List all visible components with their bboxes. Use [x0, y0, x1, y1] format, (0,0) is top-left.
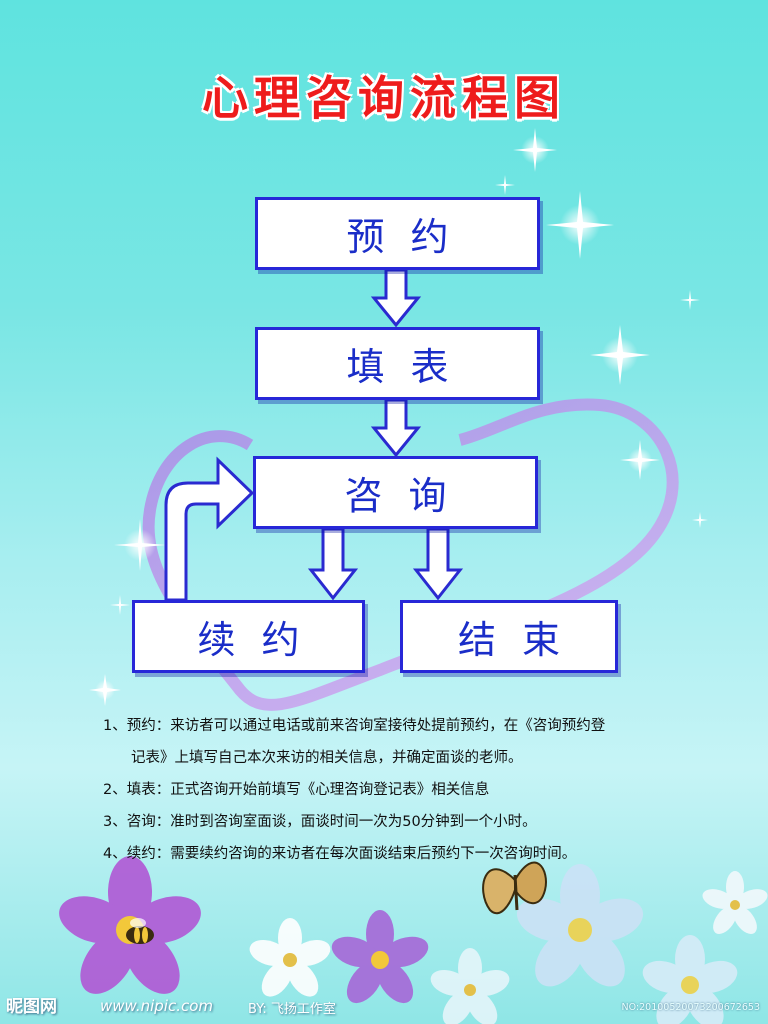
flow-node-zixun: 咨询: [253, 456, 538, 529]
watermark-logo: 昵图网: [6, 997, 57, 1017]
note-item: 3、咨询：准时到咨询室面谈，面谈时间一次为50分钟到一个小时。: [103, 806, 723, 838]
watermark-url: www.nipic.com: [100, 997, 214, 1015]
flow-node-label: 填表: [346, 345, 475, 389]
note-text: 2、填表：正式咨询开始前填写《心理咨询登记表》相关信息: [103, 782, 490, 798]
page-title: 心理咨询流程图: [202, 71, 566, 125]
arrow-xuyue-to-zixun: [164, 456, 255, 602]
note-text: 3、咨询：准时到咨询室面谈，面谈时间一次为50分钟到一个小时。: [103, 814, 537, 830]
note-text-continued: 记表》上填写自己本次来访的相关信息，并确定面谈的老师。: [131, 750, 523, 766]
flow-node-tianbiao: 填表: [255, 327, 540, 400]
butterfly-icon: [482, 861, 547, 915]
sparkle-icon: [89, 128, 708, 706]
flow-node-jieshu: 结束: [400, 600, 618, 673]
note-text: 4、续约：需要续约咨询的来访者在每次面谈结束后预约下一次咨询时间。: [103, 846, 577, 862]
flow-node-label: 续约: [197, 618, 326, 662]
flow-node-xuyue: 续约: [132, 600, 365, 673]
note-text: 1、预约：来访者可以通过电话或前来咨询室接待处提前预约，在《咨询预约登: [103, 718, 606, 734]
arrow-zixun-to-jieshu: [412, 527, 464, 601]
flow-node-label: 预约: [346, 215, 475, 259]
watermark-author: BY: 飞扬工作室: [248, 1002, 336, 1017]
flow-node-yuyue: 预约: [255, 197, 540, 270]
watermark-id: NO:20100520073200672653: [621, 1002, 760, 1013]
arrow-zixun-to-xuyue: [307, 527, 359, 601]
arrow-tianbiao-to-zixun: [370, 398, 422, 458]
notes-list: 1、预约：来访者可以通过电话或前来咨询室接待处提前预约，在《咨询预约登 记表》上…: [103, 710, 723, 870]
bee-icon: [126, 918, 154, 944]
note-item: 4、续约：需要续约咨询的来访者在每次面谈结束后预约下一次咨询时间。: [103, 838, 723, 870]
note-item: 1、预约：来访者可以通过电话或前来咨询室接待处提前预约，在《咨询预约登 记表》上…: [103, 710, 723, 774]
flow-node-label: 咨询: [344, 474, 473, 518]
note-item: 2、填表：正式咨询开始前填写《心理咨询登记表》相关信息: [103, 774, 723, 806]
arrow-yuyue-to-tianbiao: [370, 268, 422, 328]
flow-node-label: 结束: [457, 618, 586, 662]
